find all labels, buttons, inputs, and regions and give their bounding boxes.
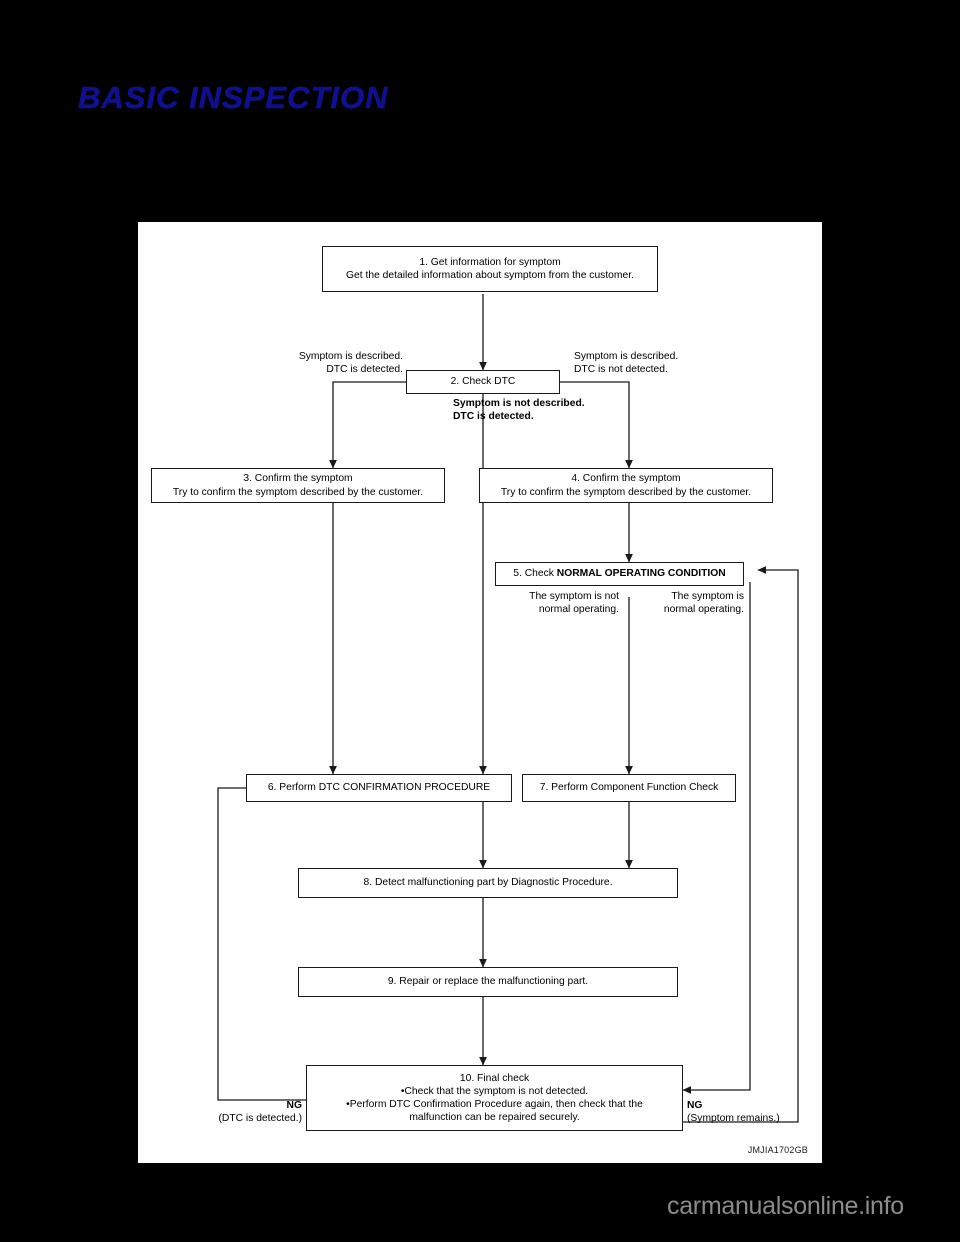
edge-label-right-of-check-dtc: Symptom is described. DTC is not detecte… <box>574 351 679 376</box>
flow-node-1[interactable]: 1. Get information for symptom Get the d… <box>322 246 658 292</box>
flow-node-6[interactable]: 6. Perform DTC CONFIRMATION PROCEDURE <box>246 774 512 802</box>
flow-node-10-line-1: 10. Final check <box>459 1072 530 1084</box>
figure-id-code: JMJIA1702GB <box>747 1145 808 1155</box>
edge-label-ng-dtc-detected: NG (DTC is detected.) <box>218 1100 302 1125</box>
flow-node-8-line-1: 8. Detect malfunctioning part by Diagnos… <box>363 877 613 889</box>
flow-node-10-line-3: •Perform DTC Confirmation Procedure agai… <box>346 1099 643 1110</box>
flow-node-2-line-1: 2. Check DTC <box>450 376 516 388</box>
flow-node-4[interactable]: 4. Confirm the symptom Try to confirm th… <box>479 468 773 503</box>
flow-node-4-line-1: 4. Confirm the symptom <box>571 473 681 485</box>
flow-node-10[interactable]: 10. Final check •Check that the symptom … <box>306 1065 683 1131</box>
flow-node-5-line-1: 5. Check NORMAL OPERATING CONDITION <box>513 567 725 580</box>
flow-node-7[interactable]: 7. Perform Component Function Check <box>522 774 736 802</box>
flow-node-5[interactable]: 5. Check NORMAL OPERATING CONDITION <box>495 562 744 586</box>
edge-label-below-check-dtc: Symptom is not described. DTC is detecte… <box>453 398 585 423</box>
flowchart-figure-panel: 1. Get information for symptom Get the d… <box>138 222 822 1163</box>
edge-label-left-of-normal-operating: The symptom is not normal operating. <box>529 591 619 616</box>
flowchart-connectors <box>217 294 799 1123</box>
flow-node-9[interactable]: 9. Repair or replace the malfunctioning … <box>298 967 678 997</box>
flow-node-6-line-1: 6. Perform DTC CONFIRMATION PROCEDURE <box>267 782 491 794</box>
flow-node-3-line-1: 3. Confirm the symptom <box>243 473 353 485</box>
edge-label-ng-symptom-remains: NG (Symptom remains.) <box>687 1100 780 1125</box>
flow-node-4-line-2: Try to confirm the symptom described by … <box>500 486 752 498</box>
edge-label-left-of-check-dtc: Symptom is described. DTC is detected. <box>298 351 403 376</box>
flow-node-2[interactable]: 2. Check DTC <box>406 370 560 394</box>
flow-node-1-line-2: Get the detailed information about sympt… <box>346 270 634 281</box>
flow-node-10-line-4: malfunction can be repaired securely. <box>409 1112 580 1124</box>
flow-node-1-line-1: 1. Get information for symptom <box>419 256 561 268</box>
flow-node-5-prefix: 5. Check <box>513 568 557 580</box>
flow-node-7-line-1: 7. Perform Component Function Check <box>539 782 719 794</box>
flow-node-3-line-2: Try to confirm the symptom described by … <box>172 486 424 498</box>
site-watermark: carmanualsonline.info <box>667 1192 904 1220</box>
edge-label-right-of-normal-operating: The symptom is normal operating. <box>663 591 744 616</box>
flow-node-3[interactable]: 3. Confirm the symptom Try to confirm th… <box>151 468 445 503</box>
flow-node-8[interactable]: 8. Detect malfunctioning part by Diagnos… <box>298 868 678 898</box>
flow-node-9-line-1: 9. Repair or replace the malfunctioning … <box>387 976 589 988</box>
flow-node-10-line-2: •Check that the symptom is not detected. <box>400 1085 589 1097</box>
page-title: BASIC INSPECTION <box>78 80 389 116</box>
flow-node-5-emphasis: NORMAL OPERATING CONDITION <box>556 568 726 580</box>
